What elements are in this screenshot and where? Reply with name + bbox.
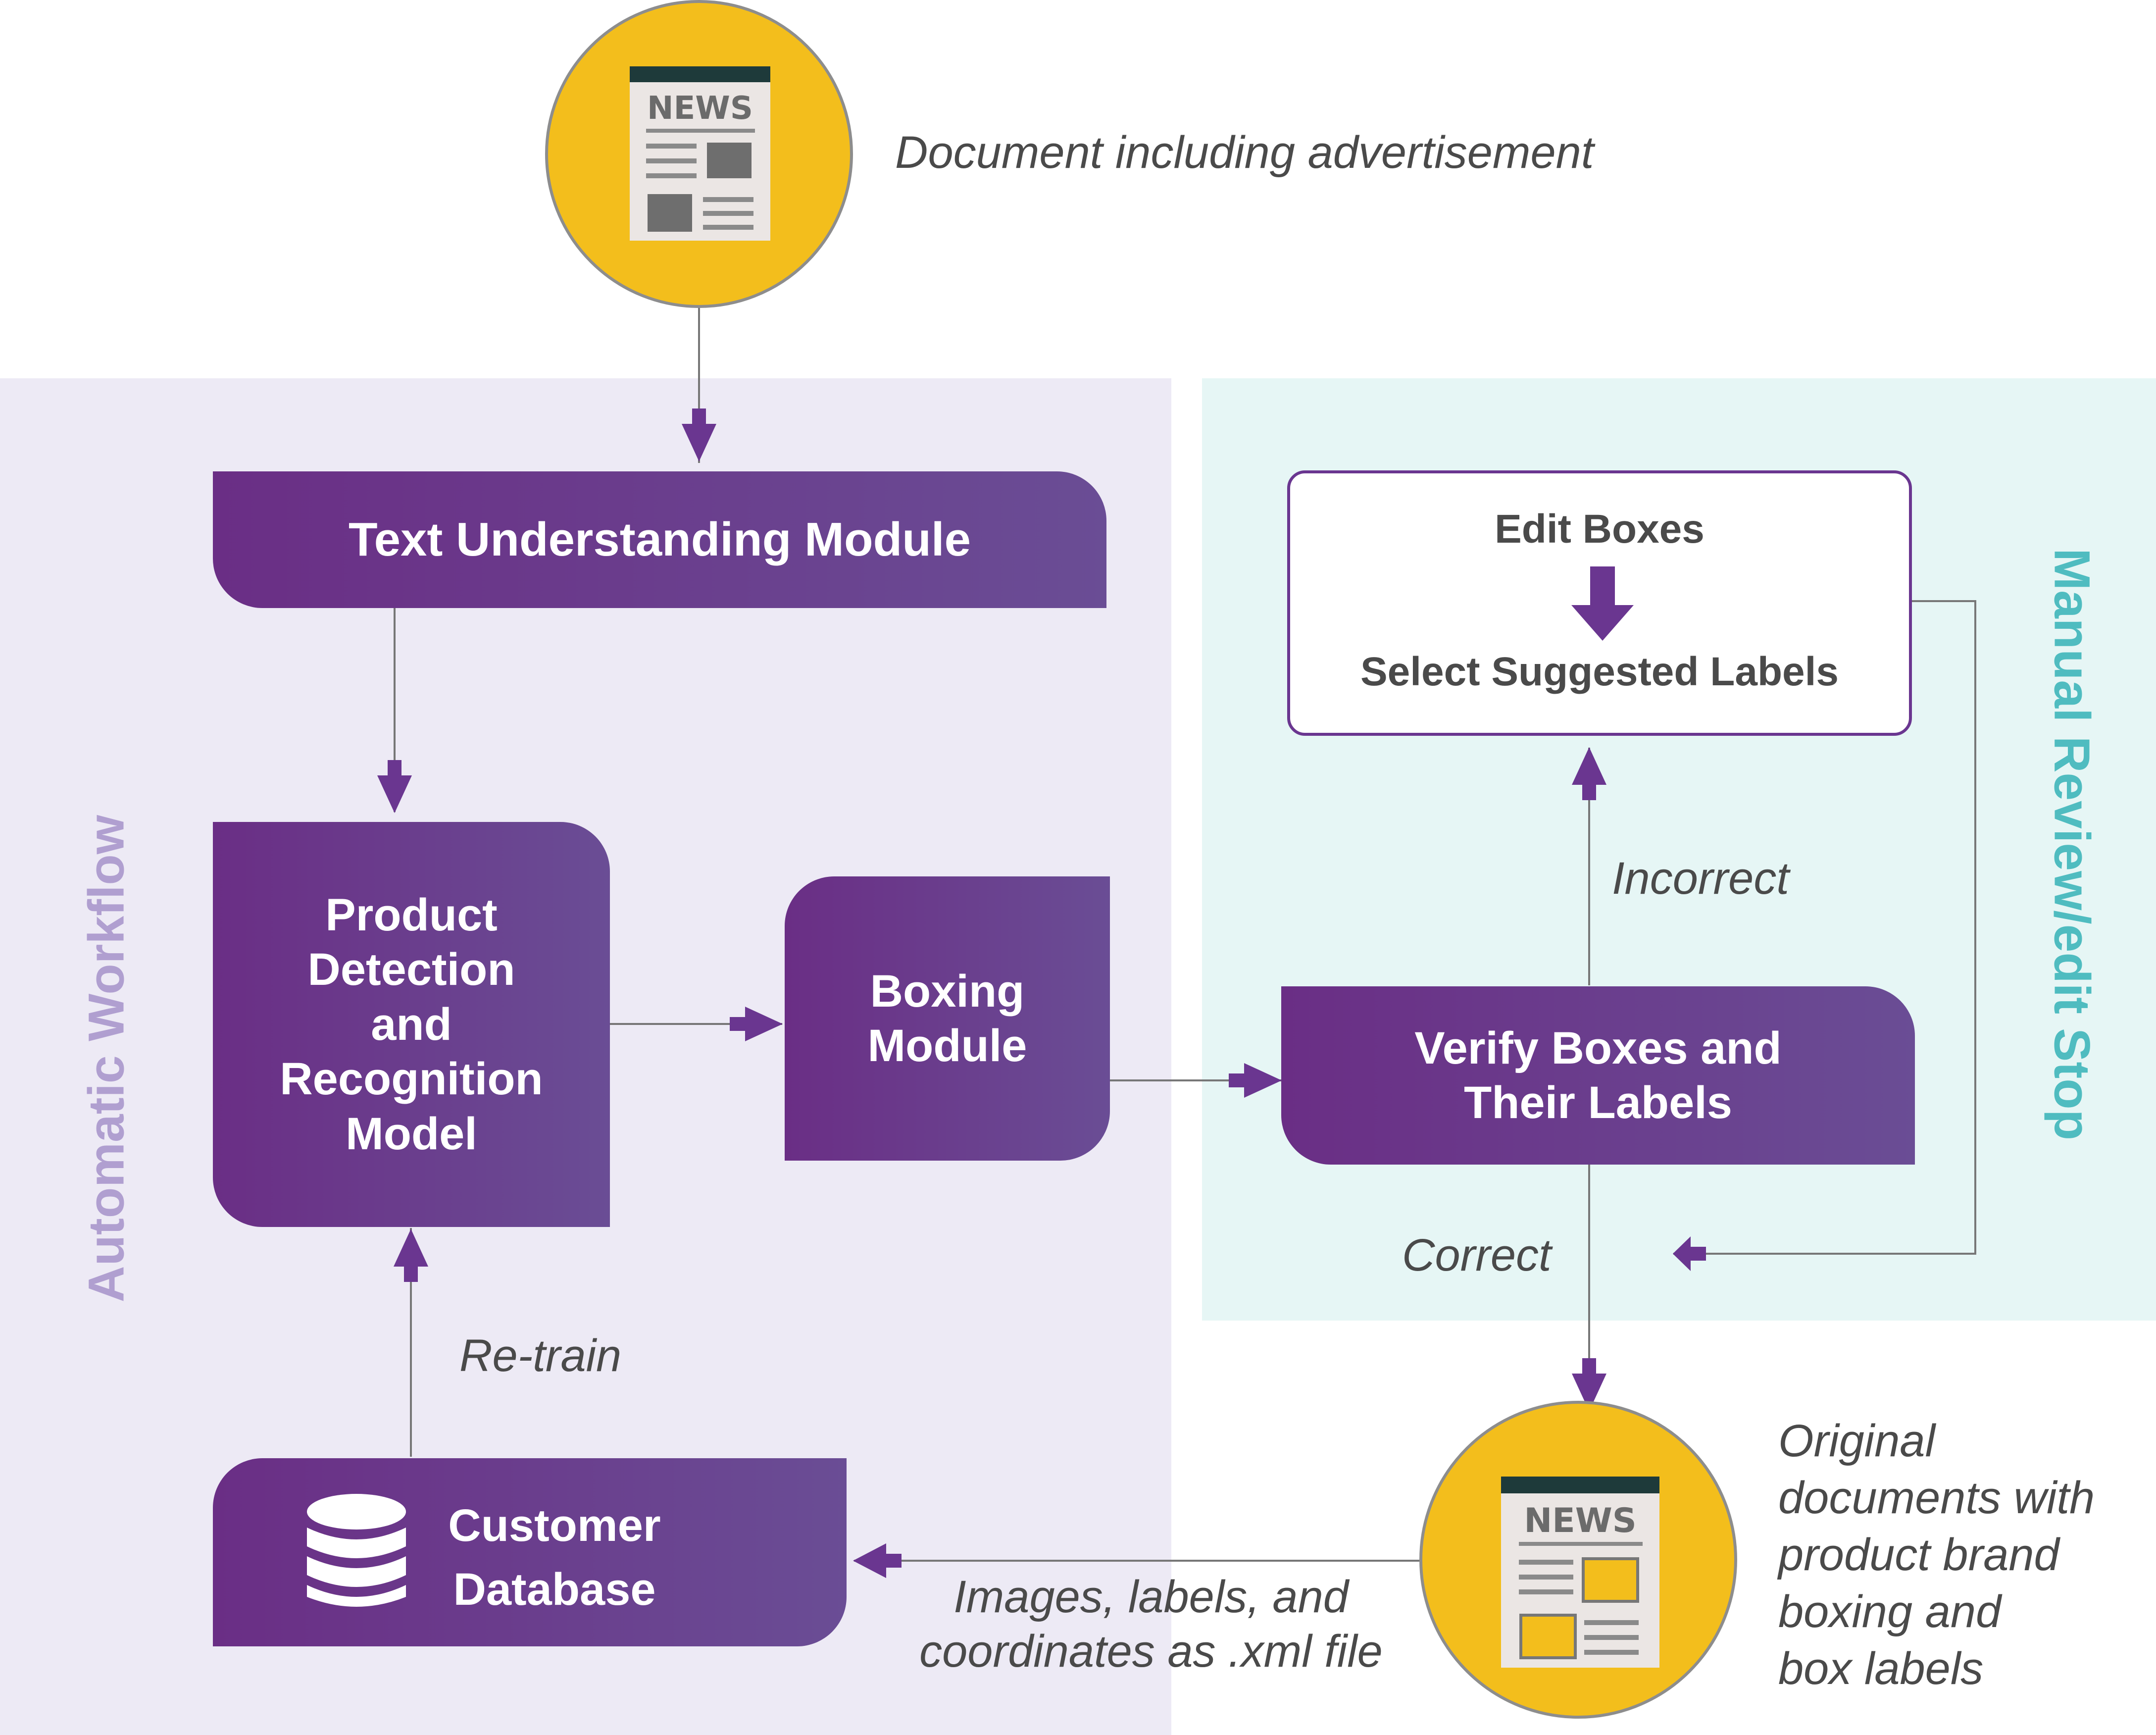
product-detection-line: Product — [325, 890, 498, 941]
connector-edit-loop — [1673, 600, 1976, 1255]
customer-database-line: Database — [453, 1564, 656, 1615]
verify-boxes[interactable]: Verify Boxes and Their Labels — [1281, 986, 1915, 1165]
edit-boxes-panel[interactable]: Edit Boxes Select Suggested Labels — [1287, 470, 1912, 736]
product-detection-line: Detection — [307, 944, 515, 995]
news-badge-top: NEWS — [647, 90, 753, 127]
output-document-circle: NEWS — [1419, 1401, 1737, 1719]
arrow-edit-loop-stem — [1689, 1247, 1706, 1261]
newspaper-icon: NEWS — [1501, 1477, 1659, 1668]
arrow-detection-to-boxing-stem — [730, 1017, 747, 1031]
arrow-database-to-detection-head — [394, 1229, 428, 1267]
arrow-verify-to-output-stem — [1582, 1358, 1596, 1375]
verify-boxes-line: Verify Boxes and — [1414, 1022, 1782, 1073]
text-understanding-label: Text Understanding Module — [349, 513, 971, 566]
output-caption-line: box labels — [1778, 1643, 1984, 1694]
customer-database-line: Customer — [448, 1500, 661, 1551]
output-document-caption: Original documents with product brand bo… — [1778, 1413, 2095, 1697]
arrow-doc-to-text-head — [682, 424, 716, 461]
arrow-verify-to-edit-stem — [1582, 783, 1596, 800]
top-document-caption: Document including advertisement — [895, 127, 1594, 178]
correct-label: Correct — [1402, 1230, 1552, 1280]
product-detection-line: Recognition — [280, 1054, 543, 1105]
manual-review-label: Manual Review/edit Stop — [2044, 548, 2101, 1140]
product-detection-model[interactable]: Product Detection and Recognition Model — [213, 822, 610, 1227]
export-caption: Images, labels, and coordinates as .xml … — [881, 1570, 1421, 1679]
customer-database[interactable]: Customer Database — [213, 1458, 847, 1646]
arrow-database-to-detection-stem — [404, 1265, 418, 1282]
select-labels-label: Select Suggested Labels — [1360, 649, 1839, 694]
arrow-verify-to-edit-head — [1572, 747, 1606, 785]
arrow-verify-to-output-head — [1572, 1374, 1606, 1411]
arrow-edit-loop-head — [1673, 1236, 1691, 1271]
verify-boxes-line: Their Labels — [1464, 1077, 1732, 1128]
arrow-text-to-detection-head — [377, 775, 412, 813]
product-detection-line: Model — [346, 1108, 477, 1159]
arrow-boxing-to-verify-stem — [1229, 1073, 1246, 1087]
arrow-doc-to-text-stem — [692, 408, 706, 425]
boxing-module-line: Module — [867, 1021, 1027, 1071]
newspaper-icon: NEWS — [630, 66, 770, 241]
arrow-output-to-database-head — [853, 1543, 886, 1578]
arrow-boxing-to-verify-head — [1244, 1063, 1282, 1098]
news-badge-output: NEWS — [1524, 1501, 1636, 1540]
edit-boxes-label: Edit Boxes — [1495, 507, 1705, 552]
database-icon — [307, 1494, 406, 1607]
boxing-module-line: Boxing — [870, 966, 1025, 1017]
arrow-text-to-detection-stem — [388, 760, 401, 777]
output-caption-line: documents with — [1778, 1473, 2095, 1523]
retrain-label: Re-train — [459, 1330, 622, 1381]
automatic-workflow-label: Automatic Workflow — [78, 815, 135, 1303]
customer-database-text: Customer Database — [426, 1494, 683, 1622]
export-caption-line: coordinates as .xml file — [919, 1626, 1383, 1677]
incorrect-label: Incorrect — [1612, 853, 1789, 904]
output-caption-line: boxing and — [1778, 1586, 2002, 1637]
export-caption-line: Images, labels, and — [953, 1572, 1349, 1622]
boxing-module[interactable]: Boxing Module — [785, 876, 1110, 1161]
output-caption-line: product brand — [1778, 1530, 2059, 1580]
output-caption-line: Original — [1778, 1416, 1936, 1466]
arrow-output-to-database-stem — [885, 1554, 902, 1568]
arrow-detection-to-boxing-head — [745, 1007, 783, 1041]
text-understanding-module[interactable]: Text Understanding Module — [213, 471, 1106, 608]
product-detection-line: and — [371, 999, 452, 1050]
down-arrow-icon — [1571, 566, 1634, 641]
top-document-circle: NEWS — [545, 0, 853, 308]
